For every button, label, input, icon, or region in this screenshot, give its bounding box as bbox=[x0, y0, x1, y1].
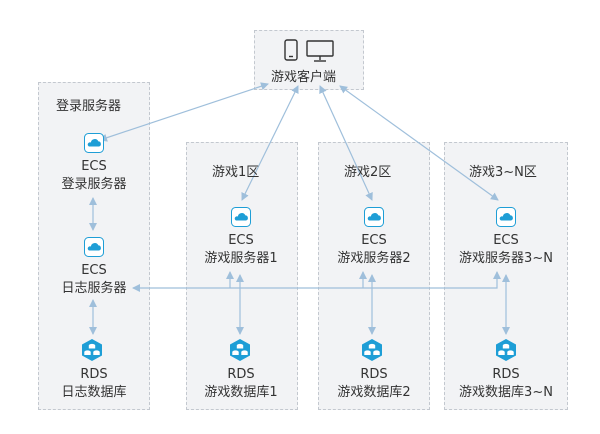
node-type: ECS bbox=[361, 233, 387, 248]
node-role: 游戏数据库2 bbox=[337, 385, 411, 400]
ecs-cloud-icon bbox=[496, 207, 516, 227]
node-zone1-rds: RDS 游戏数据库1 bbox=[181, 366, 301, 402]
edge-client-zone3 bbox=[339, 85, 499, 201]
zone2-group-title: 游戏2区 bbox=[344, 165, 392, 180]
node-role: 游戏服务器3~N bbox=[459, 251, 553, 266]
node-role: 游戏数据库3~N bbox=[459, 385, 553, 400]
node-role: 日志服务器 bbox=[61, 281, 127, 296]
node-log-rds: RDS 日志数据库 bbox=[34, 366, 154, 402]
node-role: 登录服务器 bbox=[61, 177, 127, 192]
rds-database-icon bbox=[230, 339, 250, 361]
node-zone3-ecs: ECS 游戏服务器3~N bbox=[446, 232, 566, 268]
node-role: 游戏服务器1 bbox=[204, 251, 278, 266]
edge-client-zone1 bbox=[241, 85, 299, 201]
node-type: ECS bbox=[81, 263, 107, 278]
node-type: RDS bbox=[227, 367, 255, 382]
node-zone1-ecs: ECS 游戏服务器1 bbox=[181, 232, 301, 268]
zone3-group-title: 游戏3~N区 bbox=[469, 165, 537, 180]
client-label: 游戏客户端 bbox=[271, 70, 337, 85]
edge-client-login bbox=[99, 82, 269, 142]
zone1-group-title: 游戏1区 bbox=[212, 165, 260, 180]
node-type: RDS bbox=[360, 367, 388, 382]
edge-log-collector bbox=[132, 271, 501, 292]
node-zone2-rds: RDS 游戏数据库2 bbox=[314, 366, 434, 402]
node-zone3-rds: RDS 游戏数据库3~N bbox=[446, 366, 566, 402]
node-type: ECS bbox=[81, 159, 107, 174]
node-type: RDS bbox=[80, 367, 108, 382]
ecs-cloud-icon bbox=[84, 237, 104, 257]
node-type: ECS bbox=[228, 233, 254, 248]
node-role: 游戏数据库1 bbox=[204, 385, 278, 400]
node-role: 日志数据库 bbox=[61, 385, 127, 400]
node-login-ecs: ECS 登录服务器 bbox=[34, 158, 154, 194]
node-role: 游戏服务器2 bbox=[337, 251, 411, 266]
ecs-cloud-icon bbox=[84, 133, 104, 153]
rds-database-icon bbox=[362, 339, 382, 361]
client-group bbox=[254, 30, 364, 90]
node-type: ECS bbox=[493, 233, 519, 248]
rds-database-icon bbox=[496, 339, 516, 361]
desktop-monitor-icon bbox=[306, 40, 334, 62]
node-log-ecs: ECS 日志服务器 bbox=[34, 262, 154, 298]
rds-database-icon bbox=[82, 339, 102, 361]
mobile-phone-icon bbox=[284, 39, 298, 61]
ecs-cloud-icon bbox=[231, 207, 251, 227]
node-type: RDS bbox=[492, 367, 520, 382]
node-zone2-ecs: ECS 游戏服务器2 bbox=[314, 232, 434, 268]
ecs-cloud-icon bbox=[364, 207, 384, 227]
login-group-title: 登录服务器 bbox=[56, 99, 122, 114]
